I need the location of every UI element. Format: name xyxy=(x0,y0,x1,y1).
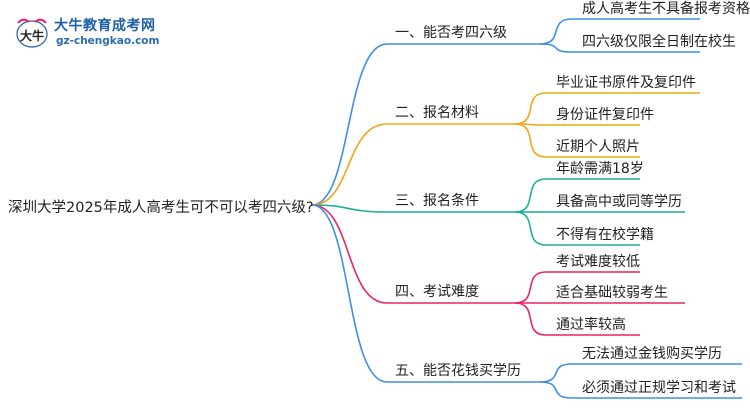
leaf-label-2-3: 近期个人照片 xyxy=(556,139,640,155)
leaf-label-5-2: 必须通过正规学习和考试 xyxy=(582,380,736,396)
branch-label-5: 五、能否花钱买学历 xyxy=(395,363,521,379)
branch-label-1: 一、能否考四六级 xyxy=(395,25,507,41)
site-name: 大牛教育成考网 xyxy=(54,18,156,34)
leaf-label-4-1: 考试难度较低 xyxy=(556,254,640,270)
svg-text:大牛: 大牛 xyxy=(20,28,44,43)
leaf-label-3-1: 年龄需满18岁 xyxy=(556,161,644,177)
leaf-label-2-2: 身份证件复印件 xyxy=(556,107,654,123)
leaf-label-4-2: 适合基础较弱考生 xyxy=(556,285,668,301)
branch-connector-1 xyxy=(311,43,388,206)
leaf-label-1-2: 四六级仅限全日制在校生 xyxy=(582,34,736,50)
leaf-connector-2-1 xyxy=(514,92,547,125)
branch-connector-3 xyxy=(311,204,388,213)
leaf-label-4-3: 通过率较高 xyxy=(556,317,626,333)
leaf-connector-5-2 xyxy=(539,381,573,399)
leaf-connector-4-1 xyxy=(514,271,547,304)
branch-connector-2 xyxy=(311,123,388,206)
leaf-connector-2-3 xyxy=(514,123,547,158)
leaf-connector-1-2 xyxy=(539,43,573,53)
branch-label-4: 四、考试难度 xyxy=(395,284,479,300)
leaf-connector-3-1 xyxy=(514,178,547,213)
leaf-connector-1-1 xyxy=(539,18,573,45)
leaf-label-5-1: 无法通过金钱购买学历 xyxy=(582,346,722,362)
site-url: gz-chengkao.com xyxy=(56,35,160,47)
leaf-connector-3-3 xyxy=(514,211,547,246)
bull-logo-icon: 大牛 xyxy=(16,18,48,48)
site-logo[interactable]: 大牛 大牛教育成考网 gz-chengkao.com xyxy=(14,14,204,54)
root-topic: 深圳大学2025年成人高考生可不可以考四六级? xyxy=(8,200,314,216)
branch-connector-5 xyxy=(311,204,388,383)
branch-label-3: 三、报名条件 xyxy=(395,193,479,209)
leaf-connector-4-3 xyxy=(514,302,547,336)
leaf-label-1-1: 成人高考生不具备报考资格 xyxy=(582,1,750,17)
branch-label-2: 二、报名材料 xyxy=(395,105,479,121)
leaf-connector-5-1 xyxy=(539,363,573,383)
leaf-label-2-1: 毕业证书原件及复印件 xyxy=(556,75,696,91)
leaf-label-3-2: 具备高中或同等学历 xyxy=(556,194,682,210)
leaf-label-3-3: 不得有在校学籍 xyxy=(556,227,654,243)
branch-connector-4 xyxy=(311,204,388,304)
